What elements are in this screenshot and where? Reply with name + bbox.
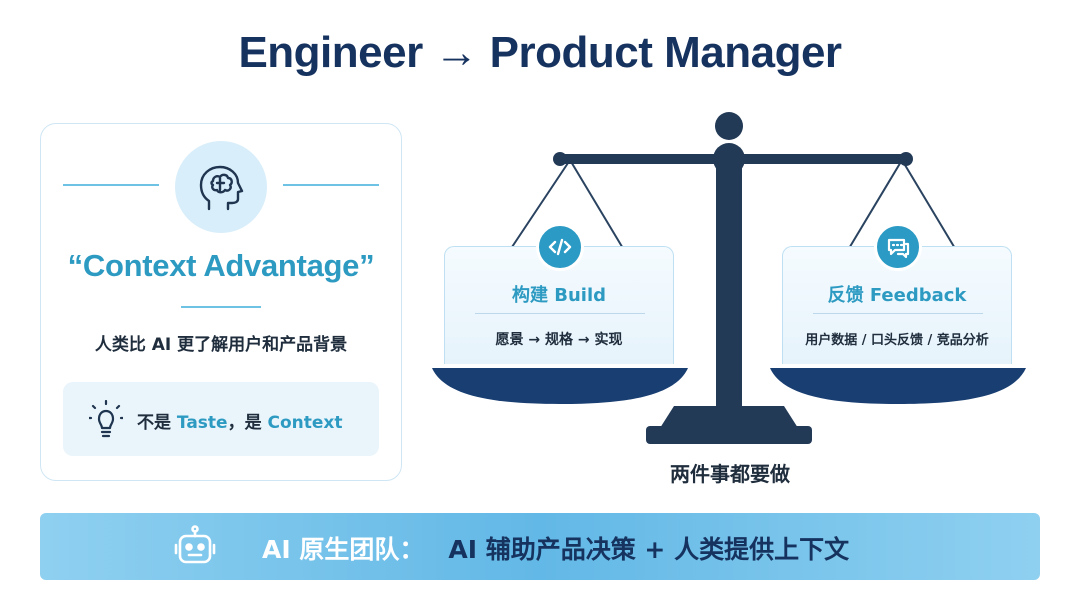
feedback-panel: 反馈 Feedback 用户数据 / 口头反馈 / 竞品分析 — [782, 223, 1012, 364]
scale-top-knob — [715, 112, 743, 140]
tip-text: 不是 Taste，是 Context — [137, 413, 343, 433]
context-term: Context — [267, 413, 343, 433]
banner-content: AI 辅助产品决策 + 人类提供上下文 — [448, 535, 850, 564]
build-subtitle: 愿景 → 规格 → 实现 — [495, 332, 623, 348]
balance-scale — [432, 112, 1026, 444]
code-icon — [536, 223, 584, 271]
tip-box: 不是 Taste，是 Context — [63, 382, 379, 456]
context-subtext: 人类比 AI 更了解用户和产品背景 — [94, 335, 348, 355]
taste-term: Taste — [176, 413, 228, 433]
lightbulb-icon — [89, 400, 123, 438]
context-advantage-card: “Context Advantage” 人类比 AI 更了解用户和产品背景 不是… — [40, 123, 402, 481]
right-pan-chain-l — [847, 159, 903, 251]
feedback-subtitle: 用户数据 / 口头反馈 / 竞品分析 — [805, 333, 989, 348]
context-advantage-quote: “Context Advantage” — [67, 248, 375, 283]
left-pan-chain-r — [569, 159, 625, 251]
left-pan-chain-l — [509, 159, 571, 251]
scale-caption: 两件事都要做 — [670, 462, 790, 486]
page-title: Engineer → Product Manager — [238, 28, 842, 77]
divider-left — [63, 184, 159, 186]
banner-text: AI 原生团队： AI 辅助产品决策 + 人类提供上下文 — [262, 530, 849, 566]
right-pan-bowl — [770, 368, 1026, 404]
left-pan-bowl — [432, 368, 688, 404]
divider-right — [283, 184, 379, 186]
chat-icon — [874, 223, 922, 271]
scale-base-bottom — [646, 426, 812, 444]
build-title: 构建 Build — [511, 285, 607, 306]
build-divider — [475, 313, 645, 314]
scale-base-top — [660, 406, 798, 428]
scale-pillar — [716, 160, 742, 410]
build-panel: 构建 Build 愿景 → 规格 → 实现 — [444, 223, 674, 364]
feedback-title: 反馈 Feedback — [827, 285, 967, 306]
right-pan-chain-r — [901, 159, 957, 251]
quote-underline — [181, 306, 261, 308]
robot-icon — [174, 525, 216, 564]
feedback-divider — [813, 313, 983, 314]
brain-head-icon — [175, 141, 267, 233]
banner-label: AI 原生团队： — [262, 535, 425, 564]
ai-native-team-banner: AI 原生团队： AI 辅助产品决策 + 人类提供上下文 — [40, 513, 1040, 580]
